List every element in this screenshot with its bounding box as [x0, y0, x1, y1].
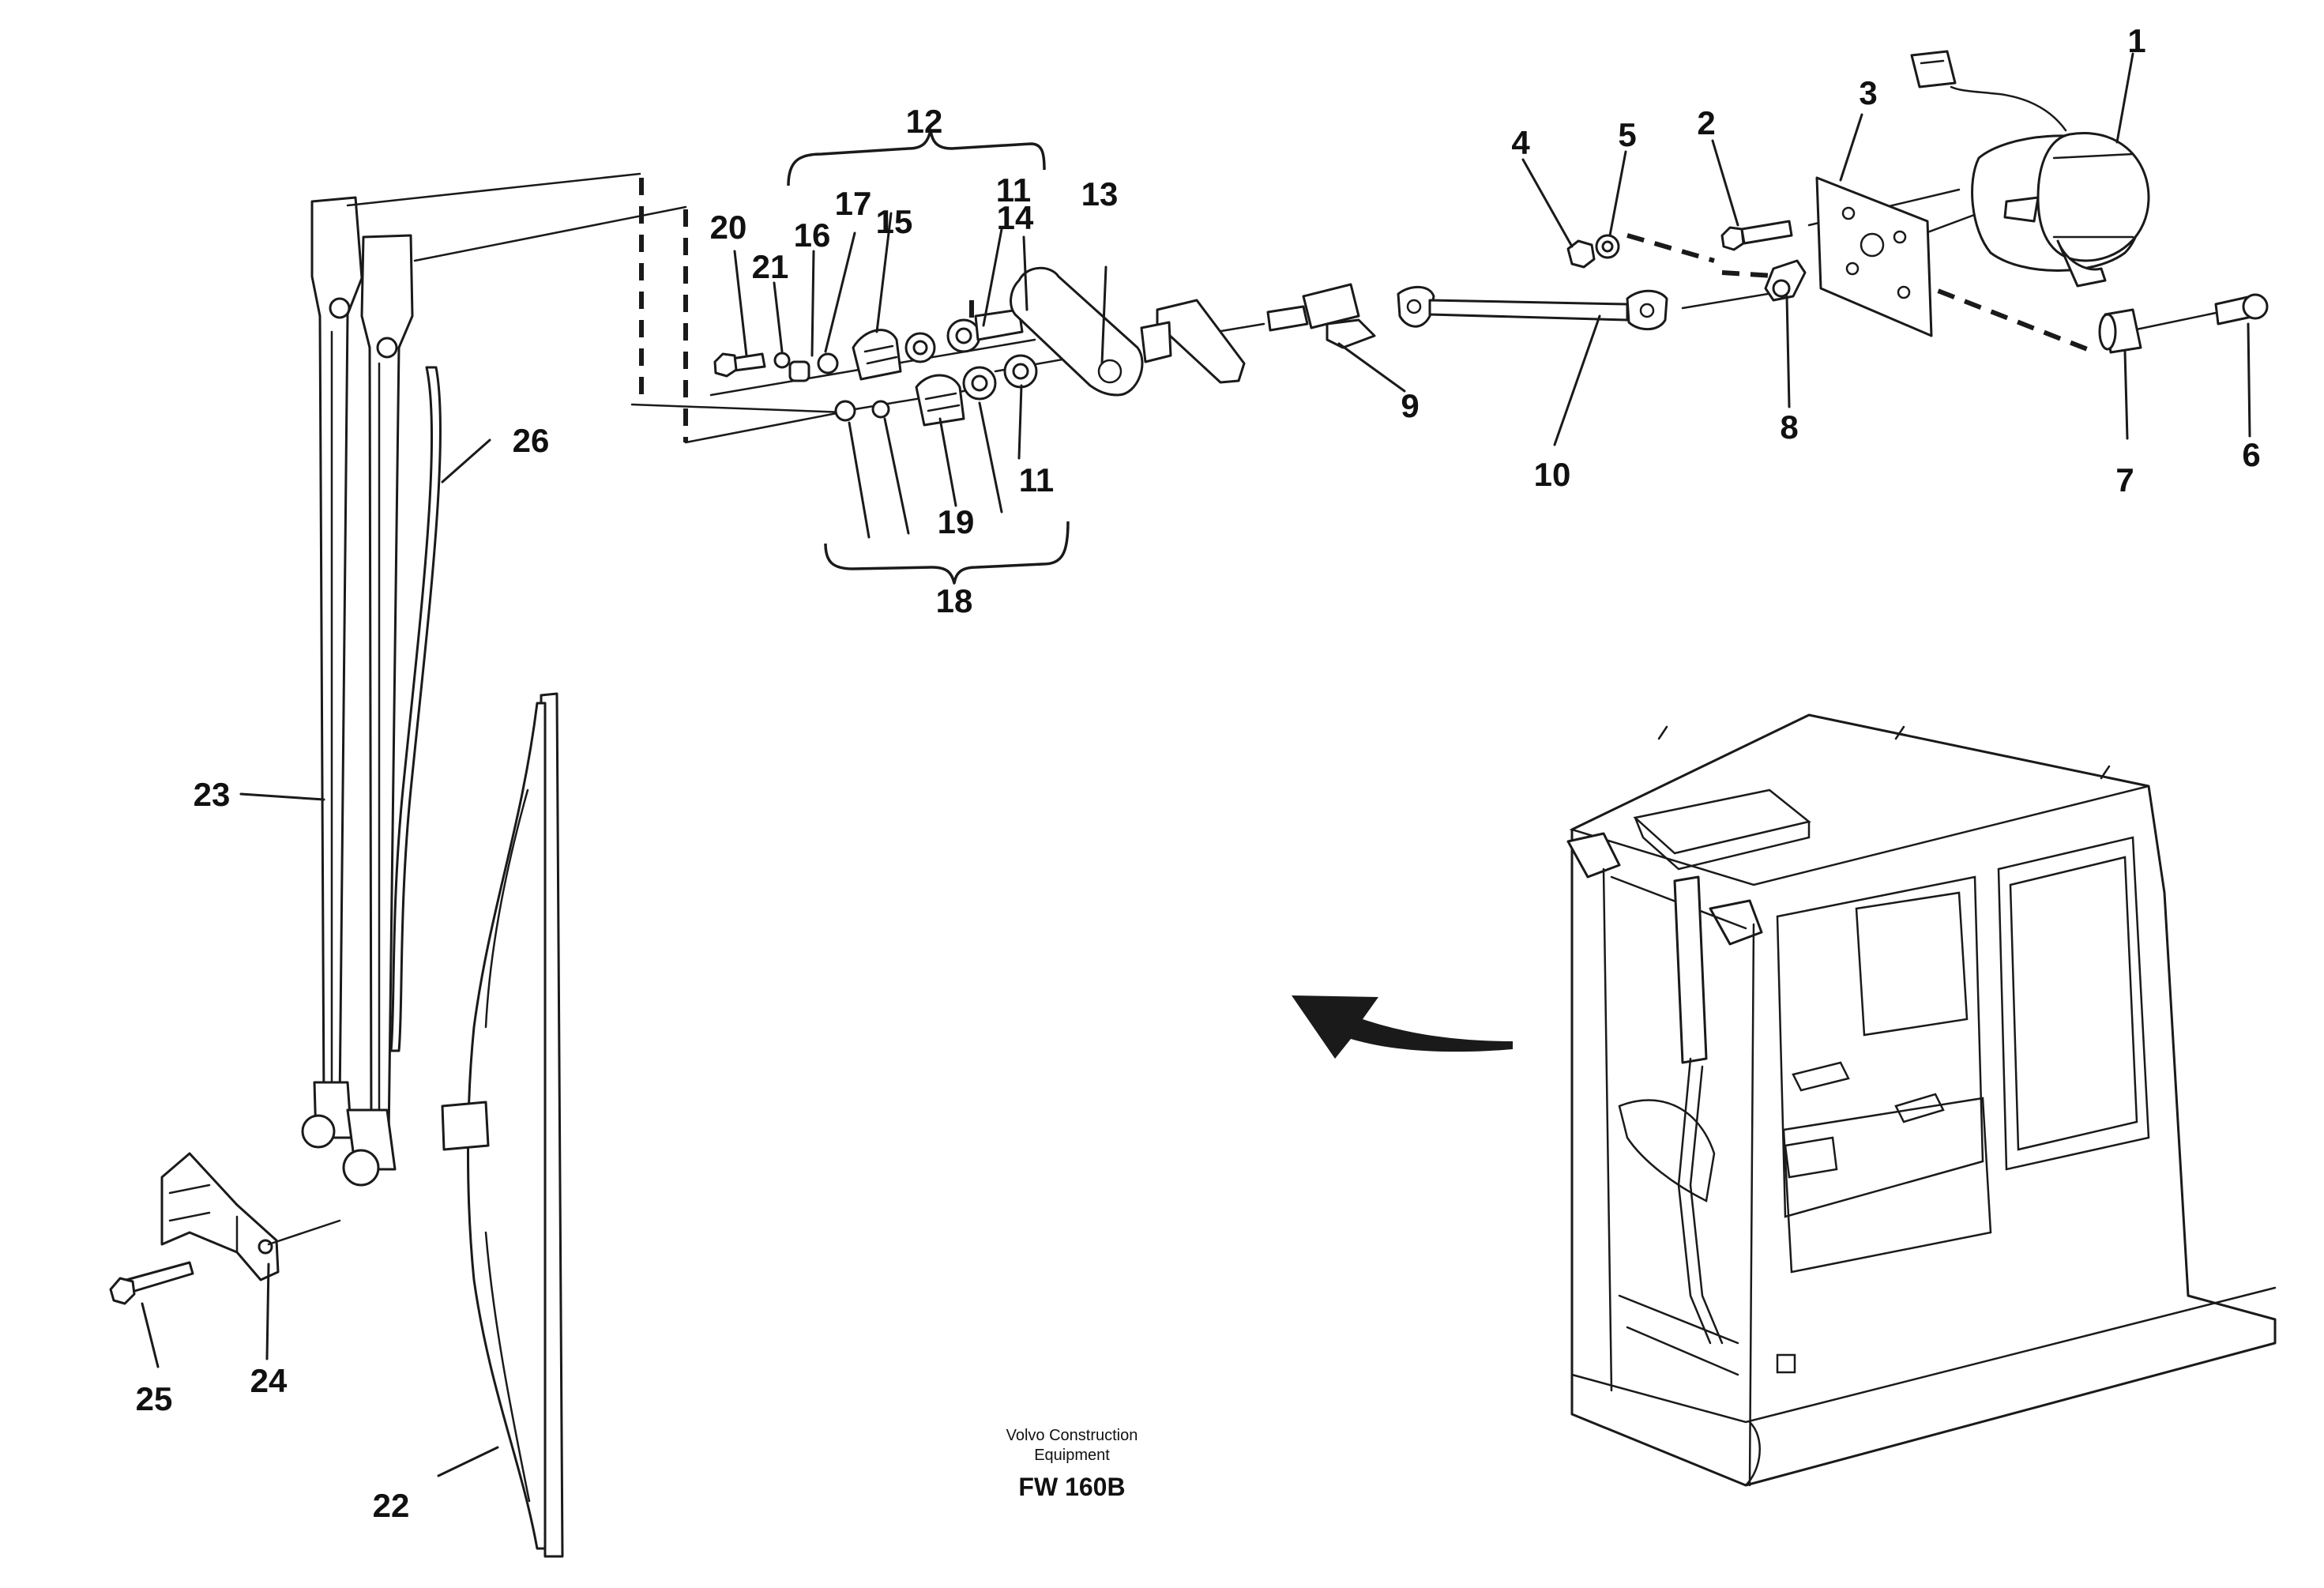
- mounting-plate: [1815, 176, 1933, 337]
- callout-20: 20: [710, 209, 747, 246]
- view-direction-arrow: [1292, 995, 1513, 1059]
- callout-11-lower: 11: [1019, 461, 1054, 499]
- callout-15: 15: [876, 203, 913, 240]
- callout-26: 26: [513, 422, 550, 459]
- figure-code: FW 160B: [1018, 1473, 1125, 1501]
- callout-5: 5: [1618, 116, 1636, 153]
- assembly-lines: [346, 172, 2221, 444]
- callout-2: 2: [1697, 104, 1715, 141]
- crank-and-linkage: [1140, 283, 1668, 384]
- callout-leaders: [141, 52, 2251, 1477]
- wiper-arm-assembly: [301, 196, 414, 1187]
- callout-23: 23: [194, 776, 231, 813]
- callout-25: 25: [136, 1380, 173, 1417]
- callout-1: 1: [2127, 22, 2145, 59]
- callout-9: 9: [1401, 387, 1419, 424]
- wiper-blade: [441, 692, 564, 1558]
- callout-12: 12: [906, 103, 943, 140]
- callout-7: 7: [2115, 461, 2134, 499]
- link-plate: [1010, 266, 1144, 397]
- callout-10: 10: [1534, 456, 1571, 493]
- cab-illustration: [1566, 713, 2277, 1487]
- callout-11-upper: 11: [996, 171, 1031, 209]
- callout-19: 19: [938, 503, 975, 540]
- lever: [1764, 259, 1807, 302]
- callout-8: 8: [1780, 408, 1798, 446]
- callout-21: 21: [752, 248, 789, 285]
- callout-6: 6: [2242, 436, 2260, 473]
- fastener-stack: [713, 308, 1038, 427]
- wiper-motor: [1910, 50, 2150, 288]
- callout-4: 4: [1511, 124, 1530, 161]
- figure-caption: Volvo Construction Equipment FW 160B: [1006, 1427, 1138, 1501]
- caption-line-1: Volvo Construction: [1006, 1427, 1138, 1444]
- callout-24: 24: [250, 1362, 288, 1399]
- small-fasteners: [1566, 220, 1793, 269]
- callout-16: 16: [794, 216, 831, 254]
- spacer-and-screw: [2098, 293, 2269, 354]
- callout-3: 3: [1859, 74, 1877, 111]
- caption-line-2: Equipment: [1034, 1447, 1110, 1464]
- group-braces: [787, 129, 1070, 585]
- washer-hose: [389, 366, 442, 1052]
- callout-labels: 1 2 3 4 5 6 7 8 9 10 11 11 12 13 14 15 1…: [136, 22, 2261, 1524]
- callout-13: 13: [1081, 175, 1119, 213]
- callout-14: 14: [997, 199, 1034, 236]
- callout-17: 17: [835, 185, 872, 222]
- callout-22: 22: [373, 1487, 410, 1524]
- bracket-and-screw: [109, 1152, 341, 1305]
- callout-18: 18: [936, 582, 973, 619]
